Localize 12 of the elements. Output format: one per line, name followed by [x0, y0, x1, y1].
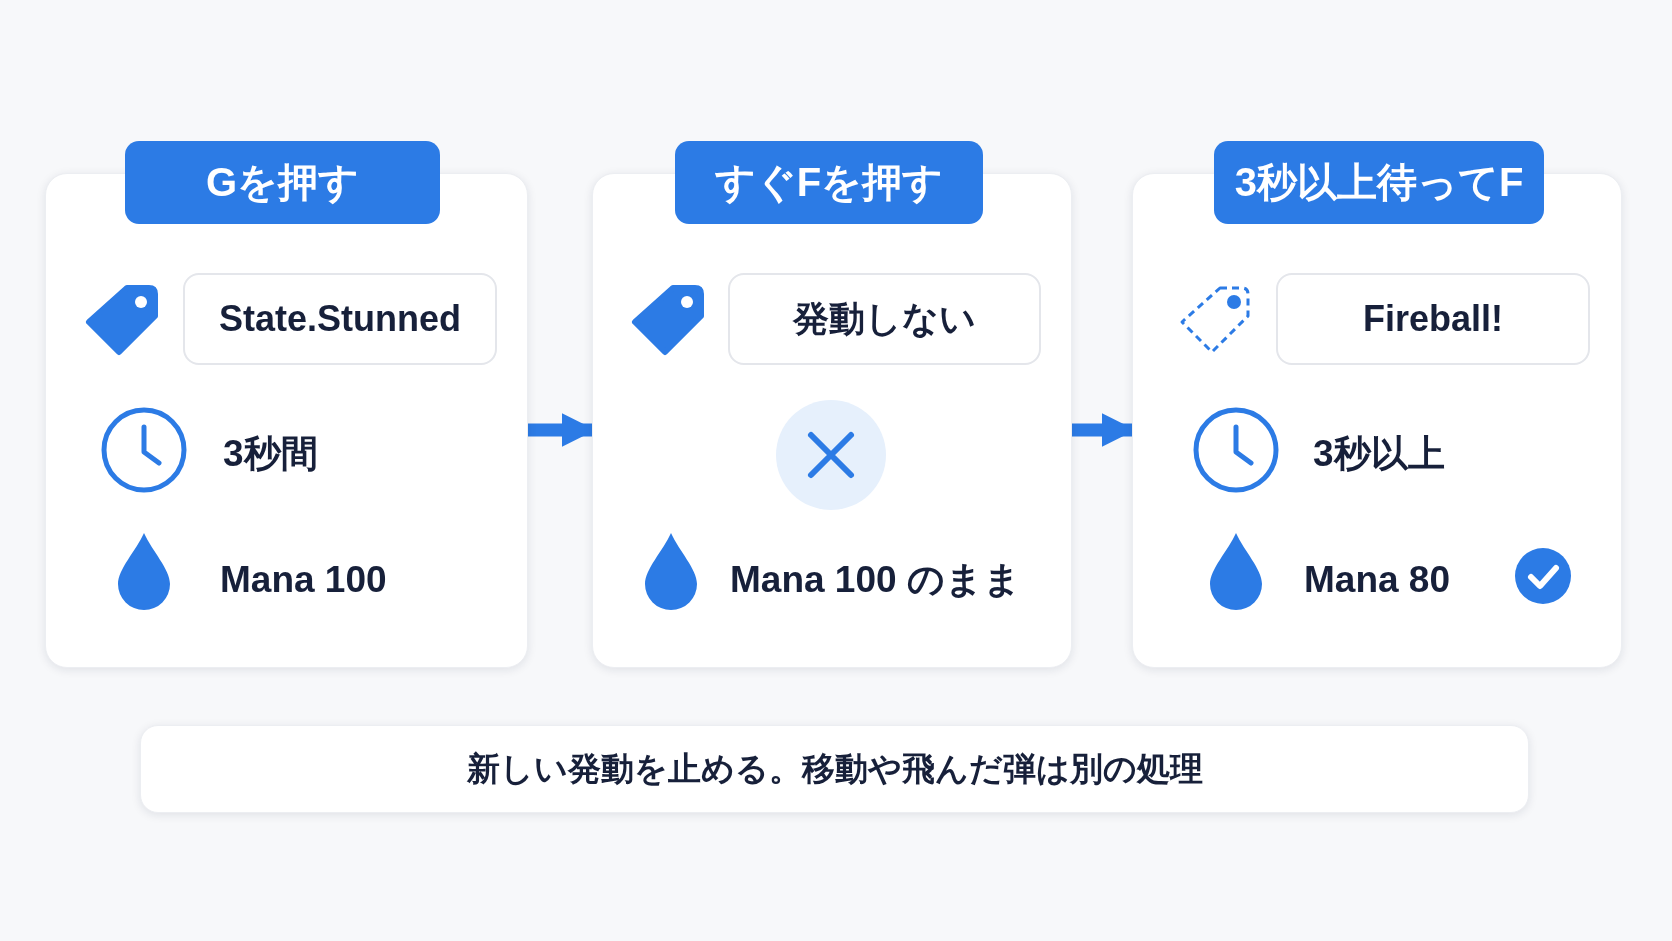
step-header: すぐFを押す	[675, 141, 983, 224]
step-detail: Mana 100 のまま	[730, 558, 1021, 602]
status-box: 発動しない	[728, 273, 1041, 365]
status-box: State.Stunned	[183, 273, 497, 365]
step-detail: 3秒間	[223, 432, 318, 476]
step-header: 3秒以上待ってF	[1214, 141, 1544, 224]
status-box: Fireball!	[1276, 273, 1590, 365]
step-detail: Mana 80	[1304, 559, 1450, 601]
step-detail: 3秒以上	[1313, 432, 1445, 476]
note-box: 新しい発動を止める。移動や飛んだ弾は別の処理	[140, 725, 1529, 813]
step-detail: Mana 100	[220, 559, 387, 601]
step-header: Gを押す	[125, 141, 440, 224]
